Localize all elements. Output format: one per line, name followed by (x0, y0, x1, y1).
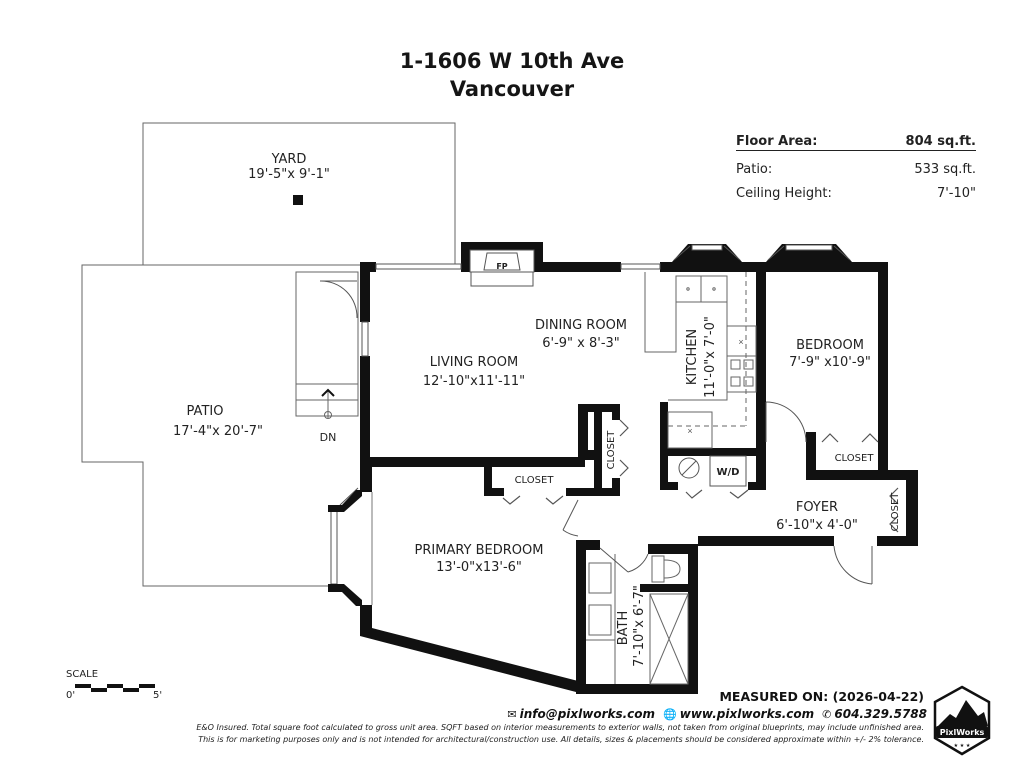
stairs-down-label: DN (320, 431, 337, 444)
pixlworks-logo: PixlWorks ★ ★ ★ (933, 685, 991, 756)
scale-end: 5' (153, 690, 163, 701)
living-dims: 12'-10"x11'-11" (423, 374, 525, 389)
primary-bay-walls (328, 490, 373, 606)
primary-bedroom-label: PRIMARY BEDROOM (415, 543, 544, 558)
foyer-closet-label: CLOSET (890, 492, 901, 532)
website-item[interactable]: 🌐www.pixlworks.com (663, 707, 814, 721)
bath-dims: 7'-10"x 6'-7" (632, 585, 647, 667)
email-link[interactable]: info@pixlworks.com (519, 707, 656, 721)
svg-text:×: × (687, 426, 692, 436)
yard-label: YARD (271, 152, 307, 167)
fireplace-label: FP (496, 262, 507, 271)
measured-on: MEASURED ON: (2026-04-22) (719, 689, 924, 704)
ceiling-value: 7'-10" (936, 185, 976, 201)
logo-text: PixlWorks (940, 728, 985, 737)
living-label: LIVING ROOM (430, 355, 518, 370)
dining-dims: 6'-9" x 8'-3" (542, 336, 620, 351)
scale-bar (75, 684, 155, 692)
svg-text:×: × (738, 337, 743, 347)
primary-bedroom-dims: 13'-0"x13'-6" (436, 560, 522, 575)
disclaimer-line-2: This is for marketing purposes only and … (198, 735, 924, 744)
washer-dryer-label: W/D (717, 467, 740, 478)
ceiling-label: Ceiling Height: (736, 185, 832, 201)
doors (562, 401, 873, 585)
patio-label: PATIO (187, 404, 224, 419)
mountain-icon (938, 700, 988, 726)
stairs (295, 271, 359, 419)
yard-area (142, 122, 456, 265)
bedroom-closet-label: CLOSET (835, 453, 875, 464)
kitchen-label: KITCHEN (685, 329, 700, 385)
scale-label: SCALE (66, 669, 99, 680)
kitchen-dims: 11'-0"x 7'-0" (703, 316, 718, 398)
walls (360, 242, 918, 694)
logo-hexagon-icon (933, 685, 991, 756)
globe-icon: 🌐 (663, 708, 677, 721)
city-title: Vancouver (449, 77, 575, 101)
stove-burners (730, 359, 754, 387)
primary-closet-label: CLOSET (515, 475, 555, 486)
windows (330, 244, 851, 606)
bedroom-dims: 7'-9" x10'-9" (789, 355, 871, 370)
yard-post-marker (293, 195, 303, 205)
patio-value: 533 sq.ft. (914, 161, 976, 177)
patio-row: Patio: 533 sq.ft. (736, 157, 976, 181)
bath-label: BATH (616, 611, 631, 646)
phone-icon: ✆ (822, 708, 832, 721)
svg-text:★ ★ ★: ★ ★ ★ (954, 743, 971, 749)
fireplace (469, 249, 535, 287)
kitchen-counters: × × (644, 272, 757, 449)
room-labels: YARD 19'-5"x 9'-1" PATIO 17'-4"x 20'-7" … (173, 152, 901, 667)
patio-dims: 17'-4"x 20'-7" (173, 424, 263, 439)
ceiling-row: Ceiling Height: 7'-10" (736, 181, 976, 205)
dining-label: DINING ROOM (535, 318, 627, 333)
patio-label: Patio: (736, 161, 773, 177)
laundry (678, 455, 747, 487)
floor-area-label: Floor Area: (736, 133, 818, 149)
disclaimer-line-1: E&O Insured. Total square foot calculate… (196, 723, 924, 732)
foyer-dims: 6'-10"x 4'-0" (776, 518, 858, 533)
area-stats-panel: Floor Area: 804 sq.ft. Patio: 533 sq.ft.… (736, 132, 976, 205)
yard-dims: 19'-5"x 9'-1" (248, 167, 330, 182)
patio-area (81, 264, 362, 587)
bath-fixtures (586, 554, 689, 685)
floor-area-row: Floor Area: 804 sq.ft. (736, 132, 976, 151)
address-title: 1-1606 W 10th Ave (399, 49, 625, 73)
patio-door (319, 280, 358, 319)
scale-start: 0' (66, 690, 76, 701)
contact-bar: ✉info@pixlworks.com 🌐www.pixlworks.com ✆… (507, 707, 927, 721)
phone-item[interactable]: ✆604.329.5788 (822, 707, 927, 721)
foyer-label: FOYER (796, 500, 838, 515)
closet-doors (502, 419, 899, 533)
email-item[interactable]: ✉info@pixlworks.com (507, 707, 655, 721)
floor-area-value: 804 sq.ft. (905, 133, 976, 149)
hall-closet-label: CLOSET (606, 430, 617, 470)
website-link[interactable]: www.pixlworks.com (679, 707, 815, 721)
bedroom-label: BEDROOM (796, 338, 864, 353)
phone-link[interactable]: 604.329.5788 (834, 707, 927, 721)
email-icon: ✉ (507, 708, 517, 721)
